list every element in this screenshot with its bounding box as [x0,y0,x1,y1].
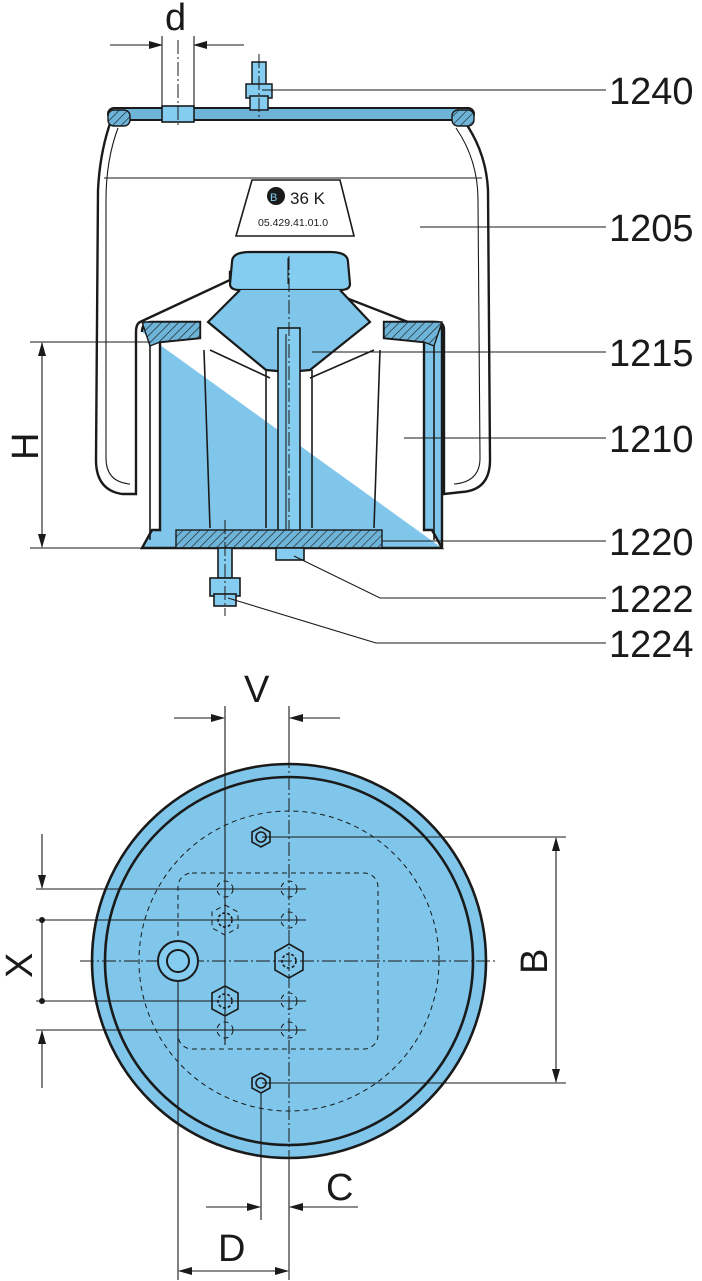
stamp-plate [234,179,356,237]
callout-1240: 1240 [609,71,694,113]
top-plate-bead-left [107,109,131,127]
dimension-d-label: d [165,0,186,39]
manufacturer-logo-icon: B [267,187,285,205]
piston-ribs [209,349,375,528]
callout-1205: 1205 [609,208,694,250]
stamp-line-1: 36 K [290,189,326,208]
stamp-line-2: 05.429.41.01.0 [258,217,328,229]
dimension-D-label: D [218,1228,245,1270]
piston-base-plate [175,529,383,549]
top-stud [245,54,273,118]
svg-text:B: B [270,192,277,204]
dimension-d: d [110,0,244,108]
bellows-inner-wall [105,127,481,485]
dimension-V-label: V [244,669,270,711]
piston-shell-hatch-right [383,321,443,347]
callout-1222: 1222 [609,579,694,621]
callout-leaders [227,89,606,644]
dimension-C-label: C [326,1167,353,1209]
dimension-H: H [5,341,150,549]
dimension-B-label: B [514,949,556,974]
callout-1210: 1210 [609,419,694,461]
dimension-V: V [174,669,340,875]
callout-1220: 1220 [609,522,694,564]
dimension-X: X [0,834,212,1088]
bottom-stud [209,520,241,616]
top-plate-bead-right [451,109,475,127]
air-connection-ring [157,940,199,982]
callout-1224: 1224 [609,624,694,666]
piston-shell-hatch-left [141,321,201,347]
side-view: B 36 K 05.429.41.01.0 [5,0,694,666]
dimension-H-label: H [5,433,47,460]
bottom-view: V X B C [0,669,566,1280]
bump-stop-cap [228,250,352,292]
hole-crosshairs [212,836,566,1084]
bottom-nut [275,547,305,561]
dimension-C: C [206,1093,358,1220]
piston-inner-walls [149,332,435,540]
dimension-B: B [514,837,560,1083]
dimension-D: D [177,981,290,1280]
callout-1215: 1215 [609,333,694,375]
dimension-X-label: X [0,953,41,978]
